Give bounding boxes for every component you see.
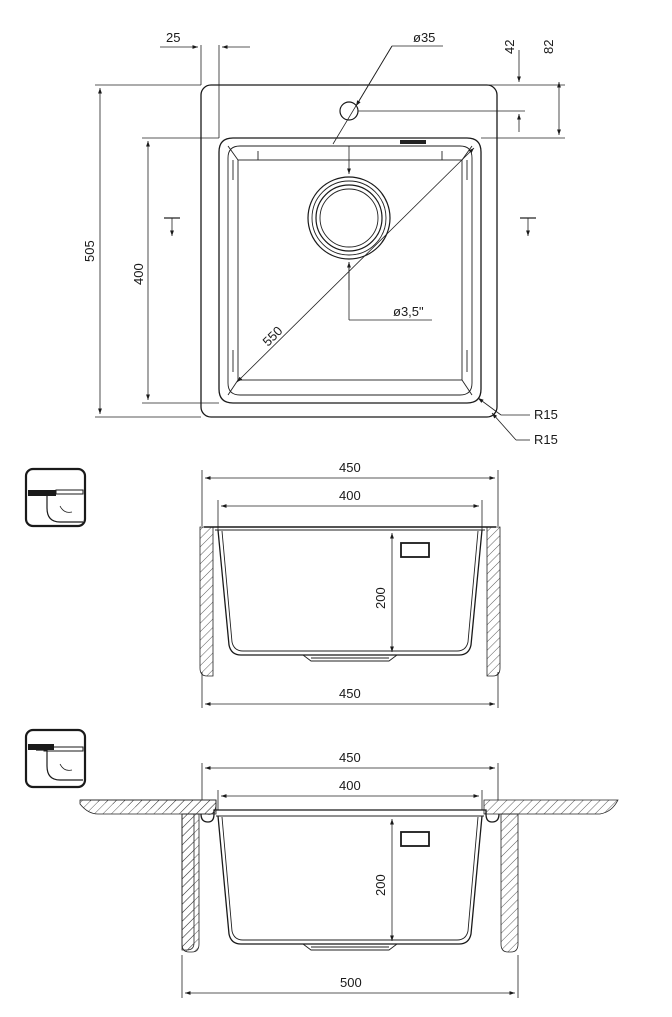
dim-82-label: 82 <box>541 40 556 54</box>
inset-drain <box>302 943 398 951</box>
countertop-left <box>199 526 214 677</box>
inset-dim-400-label: 400 <box>339 778 361 793</box>
undermount-dim-200-label: 200 <box>373 587 388 609</box>
undermount-overflow <box>400 542 430 558</box>
dim-400-label: 400 <box>131 263 146 285</box>
diagonal-line <box>236 147 475 383</box>
bowl-outer-contour <box>218 137 482 404</box>
undermount-drain <box>302 654 398 662</box>
undermount-dim-450-bottom-label: 450 <box>339 686 361 701</box>
top-view: 25 ø35 42 82 505 400 <box>82 30 565 447</box>
dim-550-label: 550 <box>260 323 286 349</box>
countertop-top-right <box>483 799 619 815</box>
inset-install-icon <box>24 728 87 789</box>
dim-hole-label: ø35 <box>413 30 435 45</box>
dim-r15-outer-label: R15 <box>534 407 558 422</box>
dim-r15-inner-label: R15 <box>534 432 558 447</box>
undermount-dim-400-label: 400 <box>339 488 361 503</box>
section-inset: 450 400 200 500 <box>24 728 619 998</box>
undermount-dim-450-top-label: 450 <box>339 460 361 475</box>
dim-42-label: 42 <box>502 40 517 54</box>
undermount-install-icon <box>24 467 87 528</box>
dim-505-label: 505 <box>82 240 97 262</box>
inset-overflow <box>400 831 430 847</box>
overflow-slot <box>400 140 426 144</box>
inset-bowl <box>217 815 483 945</box>
section-mark-left <box>164 217 180 236</box>
countertop-right <box>486 526 501 677</box>
inset-dim-450-label: 450 <box>339 750 361 765</box>
drain <box>307 176 391 260</box>
undermount-bowl <box>217 529 483 656</box>
dim-drain-label: ø3,5" <box>393 304 424 319</box>
section-mark-right <box>520 217 536 236</box>
dim-25-label: 25 <box>166 30 180 45</box>
inset-dim-200-label: 200 <box>373 874 388 896</box>
section-undermount: 450 400 200 450 <box>24 460 501 708</box>
inset-dim-500-label: 500 <box>340 975 362 990</box>
